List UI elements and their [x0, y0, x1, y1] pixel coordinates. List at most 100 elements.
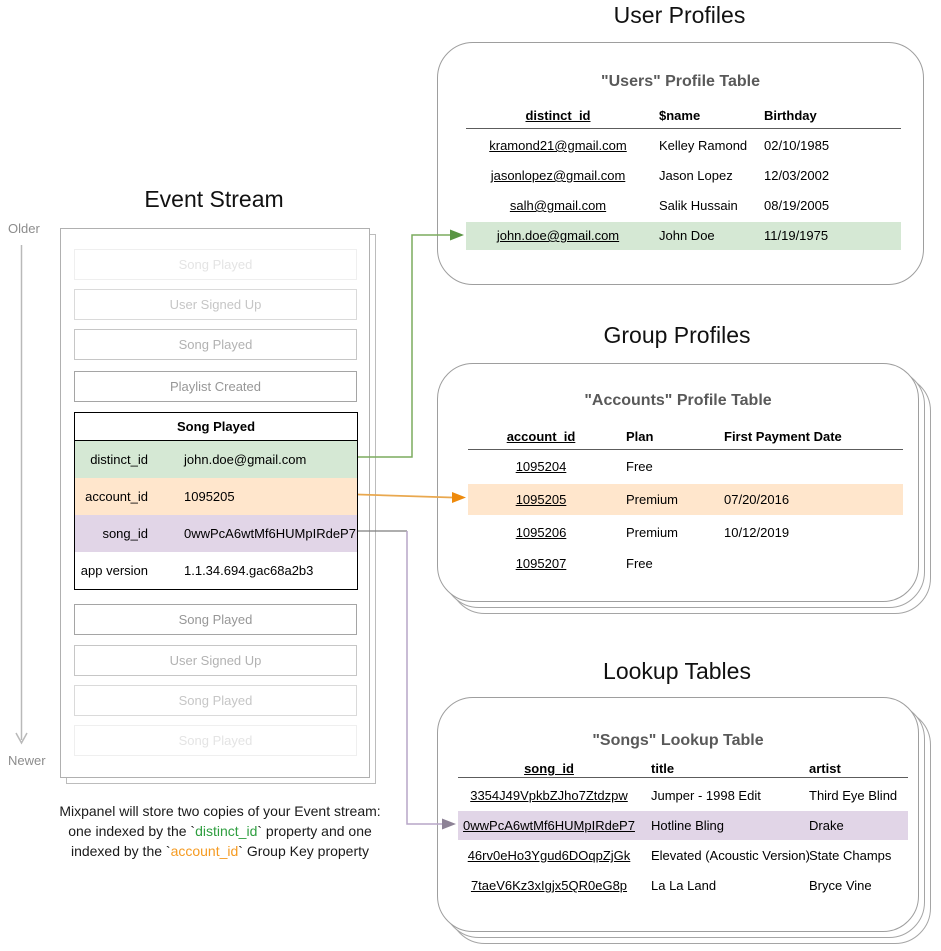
songs-table-header: song_id title artist	[458, 755, 908, 783]
accounts-card-title: "Accounts" Profile Table	[584, 392, 772, 409]
column-header: Plan	[626, 429, 654, 444]
songs-card-title: "Songs" Lookup Table	[592, 732, 764, 749]
table-row-highlighted-orange: 1095205 Premium 07/20/2016	[468, 484, 903, 515]
table-row: 46rv0eHo3Ygud6DOqpZjGk Elevated (Acousti…	[458, 842, 908, 870]
caption-line-2: one indexed by the `distinct_id` propert…	[25, 821, 415, 841]
cell-plan: Free	[626, 556, 653, 571]
table-row: 7taeV6Kz3xIgjx5QR0eG8p La La Land Bryce …	[458, 872, 908, 900]
event-row-faded: Playlist Created	[74, 371, 357, 402]
table-row: salh@gmail.com Salik Hussain 08/19/2005	[466, 192, 901, 220]
users-card-title: "Users" Profile Table	[601, 73, 760, 90]
cell-name: Jason Lopez	[659, 168, 733, 183]
header-divider	[458, 777, 908, 778]
users-profile-card: "Users" Profile Table distinct_id $name …	[437, 42, 924, 285]
expanded-event-card: Song Played distinct_id john.doe@gmail.c…	[74, 412, 358, 590]
event-row-faded: User Signed Up	[74, 645, 357, 676]
cell-song-id: 46rv0eHo3Ygud6DOqpZjGk	[467, 848, 631, 863]
accounts-table-header: account_id Plan First Payment Date	[468, 423, 903, 451]
songs-lookup-card: "Songs" Lookup Table song_id title artis…	[437, 697, 919, 932]
cell-title: Hotline Bling	[651, 818, 724, 833]
cell-distinct-id: kramond21@gmail.com	[489, 138, 627, 153]
column-header: song_id	[524, 761, 574, 776]
event-prop-distinct-id: distinct_id john.doe@gmail.com	[75, 441, 357, 478]
table-row: 3354J49VpkbZJho7Ztdzpw Jumper - 1998 Edi…	[458, 782, 908, 810]
caption: Mixpanel will store two copies of your E…	[25, 801, 415, 861]
column-header: title	[651, 761, 675, 776]
cell-birthday: 11/19/1975	[764, 228, 829, 243]
event-row-faded: Song Played	[74, 329, 357, 360]
event-row-faded: Song Played	[74, 725, 357, 756]
users-table-header: distinct_id $name Birthday	[466, 102, 901, 130]
event-stream-title: Event Stream	[144, 186, 284, 212]
prop-key: app version	[80, 563, 148, 578]
event-row-faded: Song Played	[74, 604, 357, 635]
table-row: 1095206 Premium 10/12/2019	[468, 519, 903, 547]
cell-plan: Premium	[626, 525, 679, 540]
group-profiles-title: Group Profiles	[603, 322, 751, 348]
column-header: account_id	[506, 429, 576, 444]
cell-distinct-id: salh@gmail.com	[509, 198, 607, 213]
cell-title: Jumper - 1998 Edit	[651, 788, 761, 803]
event-row-faded: Song Played	[74, 685, 357, 716]
cell-first-payment-date: 10/12/2019	[724, 525, 790, 540]
prop-value: 1095205	[184, 489, 235, 504]
cell-name: Salik Hussain	[659, 198, 738, 213]
caption-line-3: indexed by the `account_id` Group Key pr…	[25, 841, 415, 861]
cell-song-id: 7taeV6Kz3xIgjx5QR0eG8p	[470, 878, 628, 893]
user-profiles-title: User Profiles	[613, 2, 746, 28]
cell-distinct-id: john.doe@gmail.com	[496, 228, 620, 243]
timeline-arrow	[15, 245, 28, 745]
event-prop-account-id: account_id 1095205	[75, 478, 357, 515]
cell-first-payment-date: 07/20/2016	[724, 492, 790, 507]
cell-plan: Premium	[626, 492, 679, 507]
prop-key: account_id	[85, 489, 148, 504]
caption-text: indexed by the `	[70, 843, 171, 859]
caption-account-id-code: account_id	[170, 843, 239, 859]
prop-value: 1.1.34.694.gac68a2b3	[184, 563, 314, 578]
prop-value: john.doe@gmail.com	[184, 452, 307, 467]
table-row: 1095207 Free	[468, 550, 903, 578]
event-row-faded: User Signed Up	[74, 289, 357, 320]
table-row: 1095204 Free	[468, 453, 903, 481]
cell-artist: Drake	[809, 818, 844, 833]
cell-song-id: 3354J49VpkbZJho7Ztdzpw	[470, 788, 628, 803]
event-stream-panel: Song Played User Signed Up Song Played P…	[60, 228, 370, 778]
column-header: First Payment Date	[724, 429, 842, 444]
cell-name: John Doe	[659, 228, 715, 243]
event-row-faded: Song Played	[74, 249, 357, 280]
header-divider	[466, 128, 901, 129]
timeline-newer-label: Newer	[8, 753, 46, 768]
cell-song-id: 0wwPcA6wtMf6HUMpIRdeP7	[463, 818, 635, 833]
column-header: Birthday	[764, 108, 817, 123]
cell-account-id: 1095204	[515, 459, 567, 474]
caption-text: ` Group Key property	[238, 843, 370, 859]
timeline-older-label: Older	[8, 221, 40, 236]
prop-value: 0wwPcA6wtMf6HUMpIRdeP7	[184, 526, 356, 541]
cell-artist: Third Eye Blind	[809, 788, 898, 803]
cell-plan: Free	[626, 459, 653, 474]
cell-distinct-id: jasonlopez@gmail.com	[490, 168, 626, 183]
caption-distinct-id-code: distinct_id	[195, 823, 258, 839]
cell-account-id: 1095205	[515, 492, 567, 507]
column-header: artist	[809, 761, 841, 776]
cell-birthday: 02/10/1985	[764, 138, 830, 153]
cell-birthday: 12/03/2002	[764, 168, 830, 183]
caption-text: one indexed by the `	[68, 823, 196, 839]
cell-artist: Bryce Vine	[809, 878, 872, 893]
event-prop-app-version: app version 1.1.34.694.gac68a2b3	[75, 552, 357, 589]
table-row: kramond21@gmail.com Kelley Ramond 02/10/…	[466, 132, 901, 160]
column-header: distinct_id	[525, 108, 591, 123]
cell-title: Elevated (Acoustic Version)	[651, 848, 810, 863]
cell-account-id: 1095206	[515, 525, 567, 540]
lookup-tables-title: Lookup Tables	[603, 658, 751, 684]
table-row: jasonlopez@gmail.com Jason Lopez 12/03/2…	[466, 162, 901, 190]
column-header: $name	[659, 108, 701, 123]
caption-line-1: Mixpanel will store two copies of your E…	[59, 803, 381, 819]
expanded-event-name: Song Played	[75, 413, 357, 441]
cell-birthday: 08/19/2005	[764, 198, 830, 213]
table-row-highlighted-purple: 0wwPcA6wtMf6HUMpIRdeP7 Hotline Bling Dra…	[458, 811, 908, 840]
accounts-profile-card: "Accounts" Profile Table account_id Plan…	[437, 363, 919, 602]
cell-title: La La Land	[651, 878, 717, 893]
prop-key: song_id	[102, 526, 148, 541]
